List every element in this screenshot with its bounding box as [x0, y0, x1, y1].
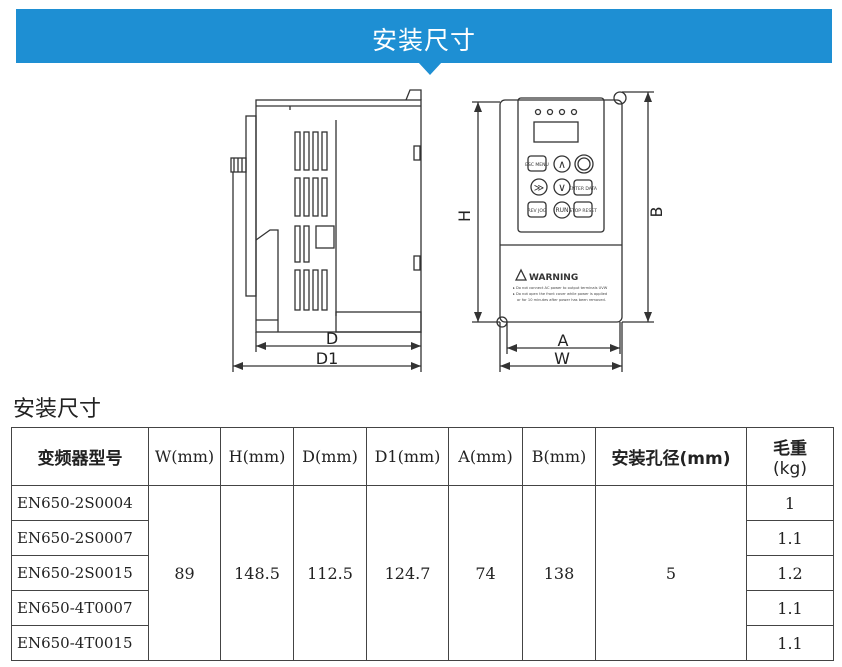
table-row: EN650-4T0015 1.1 [11, 625, 834, 661]
header-w: W(mm) [148, 427, 221, 486]
header-a: A(mm) [448, 427, 523, 486]
key-run-label: RUN [555, 207, 568, 214]
warning-line-2: ▸ Do not open the front cover while powe… [513, 292, 607, 296]
banner-title: 安装尺寸 [371, 26, 476, 55]
section-title: 安装尺寸 [13, 397, 102, 422]
label-d: D [326, 329, 338, 348]
warning-line-1: ▸ Do not connect AC power to output term… [513, 286, 608, 290]
header-weight: 毛重(kg) [746, 427, 834, 486]
cell-w: 89 [148, 485, 221, 661]
cell-weight: 1.2 [746, 555, 834, 591]
cell-d1: 124.7 [366, 485, 449, 661]
cell-weight: 1.1 [746, 590, 834, 626]
table-row: EN650-2S0004 89 148.5 112.5 124.7 74 138… [11, 485, 834, 661]
key-enter-label: ENTER DATA [569, 186, 598, 192]
header-hole: 安装孔径(mm) [595, 427, 747, 486]
cell-weight: 1.1 [746, 520, 834, 556]
knob-icon [230, 157, 247, 173]
header-b: B(mm) [522, 427, 596, 486]
key-up-icon: ∧ [558, 158, 566, 171]
cell-h: 148.5 [220, 485, 294, 661]
cell-weight: 1.1 [746, 625, 834, 661]
table-row: EN650-2S0007 1.1 [11, 520, 834, 556]
header-banner: 安装尺寸 [16, 9, 832, 63]
table-row: EN650-2S0015 1.2 [11, 555, 834, 591]
warning-title: WARNING [529, 273, 578, 283]
vent-slots [294, 131, 335, 311]
header-d1: D1(mm) [366, 427, 449, 486]
key-rev-label: REV JOG [528, 208, 547, 214]
cell-b: 138 [522, 485, 596, 661]
warning-line-3: or for 10 minutes after power has been r… [517, 298, 606, 302]
banner-notch [418, 62, 442, 75]
key-stop-label: STOP RESET [569, 208, 597, 214]
side-view [230, 89, 422, 372]
header-weight-line2: (kg) [773, 459, 807, 479]
cell-model: EN650-2S0015 [11, 555, 149, 591]
label-a: A [558, 331, 569, 350]
cell-model: EN650-4T0015 [11, 625, 149, 661]
header-d: D(mm) [293, 427, 367, 486]
cell-model: EN650-2S0007 [11, 520, 149, 556]
front-view [472, 91, 654, 372]
key-esc-label: ESC MENU [525, 162, 549, 168]
cell-d: 112.5 [293, 485, 367, 661]
cell-hole: 5 [595, 485, 747, 661]
header-weight-line1: 毛重 [773, 439, 807, 459]
label-w: W [554, 349, 570, 368]
label-d1: D1 [316, 349, 339, 368]
table-row: EN650-4T0007 1.1 [11, 590, 834, 626]
header-model: 变频器型号 [11, 427, 149, 486]
cell-a: 74 [448, 485, 523, 661]
label-h: H [455, 210, 474, 222]
label-b: B [647, 207, 666, 218]
header-hole-text: 安装孔径(mm) [611, 449, 731, 469]
key-down-icon: ∨ [558, 181, 566, 194]
key-shift-icon: ≫ [534, 183, 544, 194]
dimensions-table: 变频器型号 W(mm) H(mm) D(mm) D1(mm) A(mm) B(m… [11, 427, 834, 661]
header-h: H(mm) [220, 427, 294, 486]
table-header-row: 变频器型号 W(mm) H(mm) D(mm) D1(mm) A(mm) B(m… [11, 427, 834, 486]
cell-model: EN650-4T0007 [11, 590, 149, 626]
cell-model: EN650-2S0004 [11, 485, 149, 521]
cell-weight: 1 [746, 485, 834, 521]
dimension-drawing: D D1 H B A W ESC MENU ENTER DATA REV JOG… [230, 89, 666, 372]
